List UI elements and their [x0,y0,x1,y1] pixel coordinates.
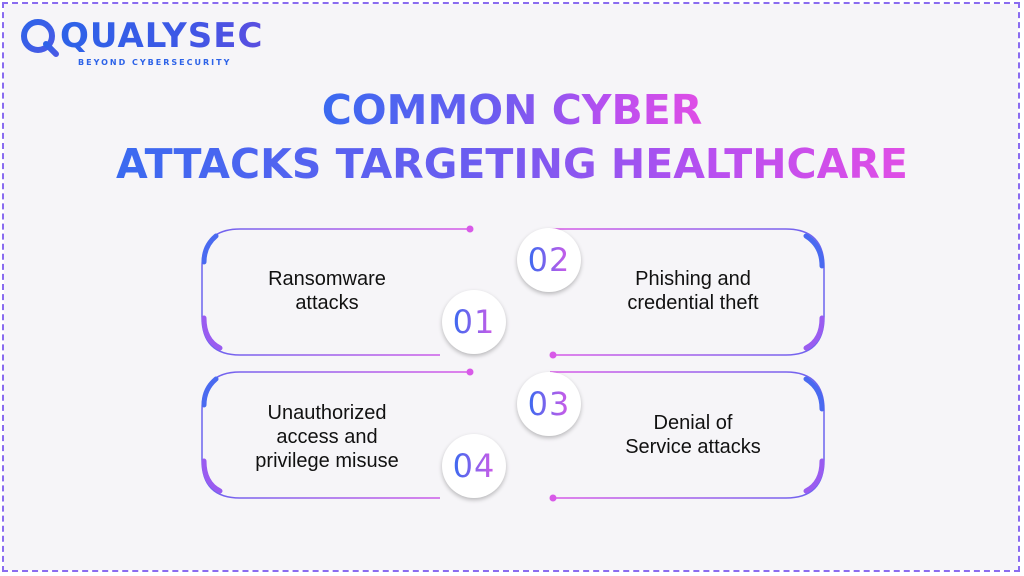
logo-tagline: BEYOND CYBERSECURITY [78,58,232,67]
card-label-01: Ransomware attacks [268,268,386,314]
card-label-04: Unauthorized access and privilege misuse [255,402,399,472]
number-badge-03: 03 [514,369,584,439]
card-outline-03 [549,371,825,502]
number-badge-04: 04 [439,431,509,501]
number-badge-02: 02 [514,225,584,295]
card-outline-02 [549,228,825,359]
qualysec-logo: QUALYSEC BEYOND CYBERSECURITY [20,14,262,74]
card-label-02: Phishing and credential theft [627,268,759,314]
card-label-03: Denial of Service attacks [625,412,761,458]
page-title-line-2: ATTACKS TARGETING HEALTHCARE [116,140,908,188]
page-background [4,4,1018,570]
card-outline-01 [201,225,474,356]
number-badge-01: 01 [439,287,509,357]
logo-q-icon [21,19,59,57]
page-title-line-1: COMMON CYBER [321,86,703,134]
card-outline-04 [201,368,474,499]
logo-wordmark: QUALYSEC [60,16,264,56]
